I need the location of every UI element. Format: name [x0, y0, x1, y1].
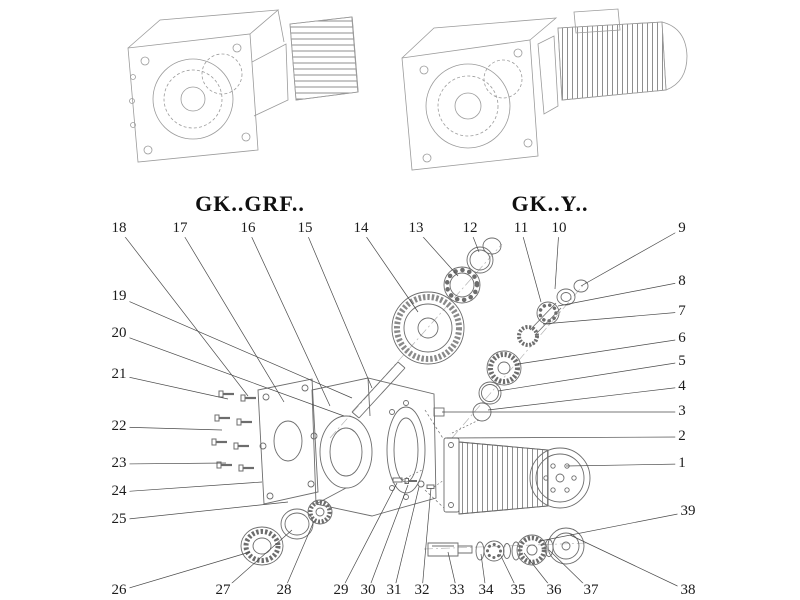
part-number-21: 21	[108, 366, 130, 383]
leader-line-28	[283, 520, 315, 592]
leader-line-20	[118, 333, 345, 417]
leader-line-10	[554, 228, 560, 290]
part-number-2: 2	[675, 428, 689, 445]
leader-line-6	[517, 338, 683, 365]
part-number-34: 34	[475, 582, 497, 599]
leader-line-29	[340, 482, 398, 592]
leader-line-1	[565, 463, 683, 467]
part-number-35: 35	[507, 582, 529, 599]
leader-line-22	[118, 426, 223, 431]
lower-bearing-parts	[240, 499, 333, 566]
part-number-26: 26	[108, 582, 130, 599]
leader-line-9	[580, 228, 683, 287]
part-number-5: 5	[675, 353, 689, 370]
leader-line-18	[118, 228, 249, 397]
leader-line-17	[179, 228, 285, 403]
leader-line-15	[304, 228, 373, 389]
part-number-36: 36	[543, 582, 565, 599]
flange-fasteners	[392, 469, 445, 489]
leader-line-32	[421, 487, 432, 592]
leader-line-21	[118, 374, 229, 400]
variant-title-gk-grf: GK..GRF..	[195, 191, 305, 216]
part-number-6: 6	[675, 330, 689, 347]
leader-line-26	[118, 551, 251, 592]
part-number-30: 30	[357, 582, 379, 599]
main-gear	[391, 291, 465, 365]
leader-line-23	[118, 462, 227, 465]
part-number-3: 3	[675, 403, 689, 420]
leader-line-25	[118, 501, 289, 521]
variant-title-gk-y: GK..Y..	[511, 191, 589, 216]
leader-line-27	[222, 529, 293, 592]
part-number-13: 13	[405, 220, 427, 237]
leader-line-11	[520, 228, 542, 303]
part-number-24: 24	[108, 483, 130, 500]
part-number-22: 22	[108, 418, 130, 435]
part-number-28: 28	[273, 582, 295, 599]
part-number-18: 18	[108, 220, 130, 237]
part-number-31: 31	[383, 582, 405, 599]
leader-line-31	[393, 486, 420, 592]
part-number-17: 17	[169, 220, 191, 237]
leader-line-5	[497, 361, 683, 392]
gearbox-motor-variant-drawing	[401, 8, 688, 171]
part-number-19: 19	[108, 288, 130, 305]
part-number-9: 9	[675, 220, 689, 237]
part-number-25: 25	[108, 511, 130, 528]
retaining-rings-upper	[466, 237, 502, 274]
upper-bearing	[443, 266, 481, 304]
part-number-23: 23	[108, 455, 130, 472]
bevel-gear	[486, 350, 522, 386]
leader-line-38	[569, 534, 689, 592]
leader-line-16	[247, 228, 331, 407]
part-number-1: 1	[675, 455, 689, 472]
part-number-39: 39	[677, 503, 699, 520]
leader-line-7	[542, 311, 683, 325]
leader-line-8	[557, 281, 683, 307]
leader-line-19	[118, 296, 353, 399]
part-number-10: 10	[548, 220, 570, 237]
cover-screws	[211, 390, 256, 472]
gearbox-grf-drawing	[127, 9, 359, 163]
part-number-20: 20	[108, 325, 130, 342]
leader-line-2	[446, 436, 683, 439]
part-number-12: 12	[459, 220, 481, 237]
part-number-7: 7	[675, 303, 689, 320]
input-shaft-parts	[517, 279, 589, 347]
part-number-14: 14	[350, 220, 372, 237]
part-number-29: 29	[330, 582, 352, 599]
part-number-38: 38	[677, 582, 699, 599]
part-number-27: 27	[212, 582, 234, 599]
part-number-4: 4	[675, 378, 689, 395]
cover-plate	[257, 378, 319, 505]
leader-line-30	[367, 484, 409, 592]
leader-line-4	[487, 386, 683, 411]
part-number-8: 8	[675, 273, 689, 290]
leader-line-14	[360, 228, 419, 313]
part-number-33: 33	[446, 582, 468, 599]
leader-line-24	[118, 481, 263, 493]
part-number-11: 11	[510, 220, 532, 237]
leader-line-39	[539, 511, 689, 542]
part-number-16: 16	[237, 220, 259, 237]
part-number-32: 32	[411, 582, 433, 599]
output-shaft-assembly	[427, 527, 585, 566]
motor-drawing	[424, 409, 591, 515]
part-number-37: 37	[580, 582, 602, 599]
part-number-15: 15	[294, 220, 316, 237]
exploded-view-drawing	[118, 228, 689, 592]
main-shaft	[351, 361, 406, 419]
